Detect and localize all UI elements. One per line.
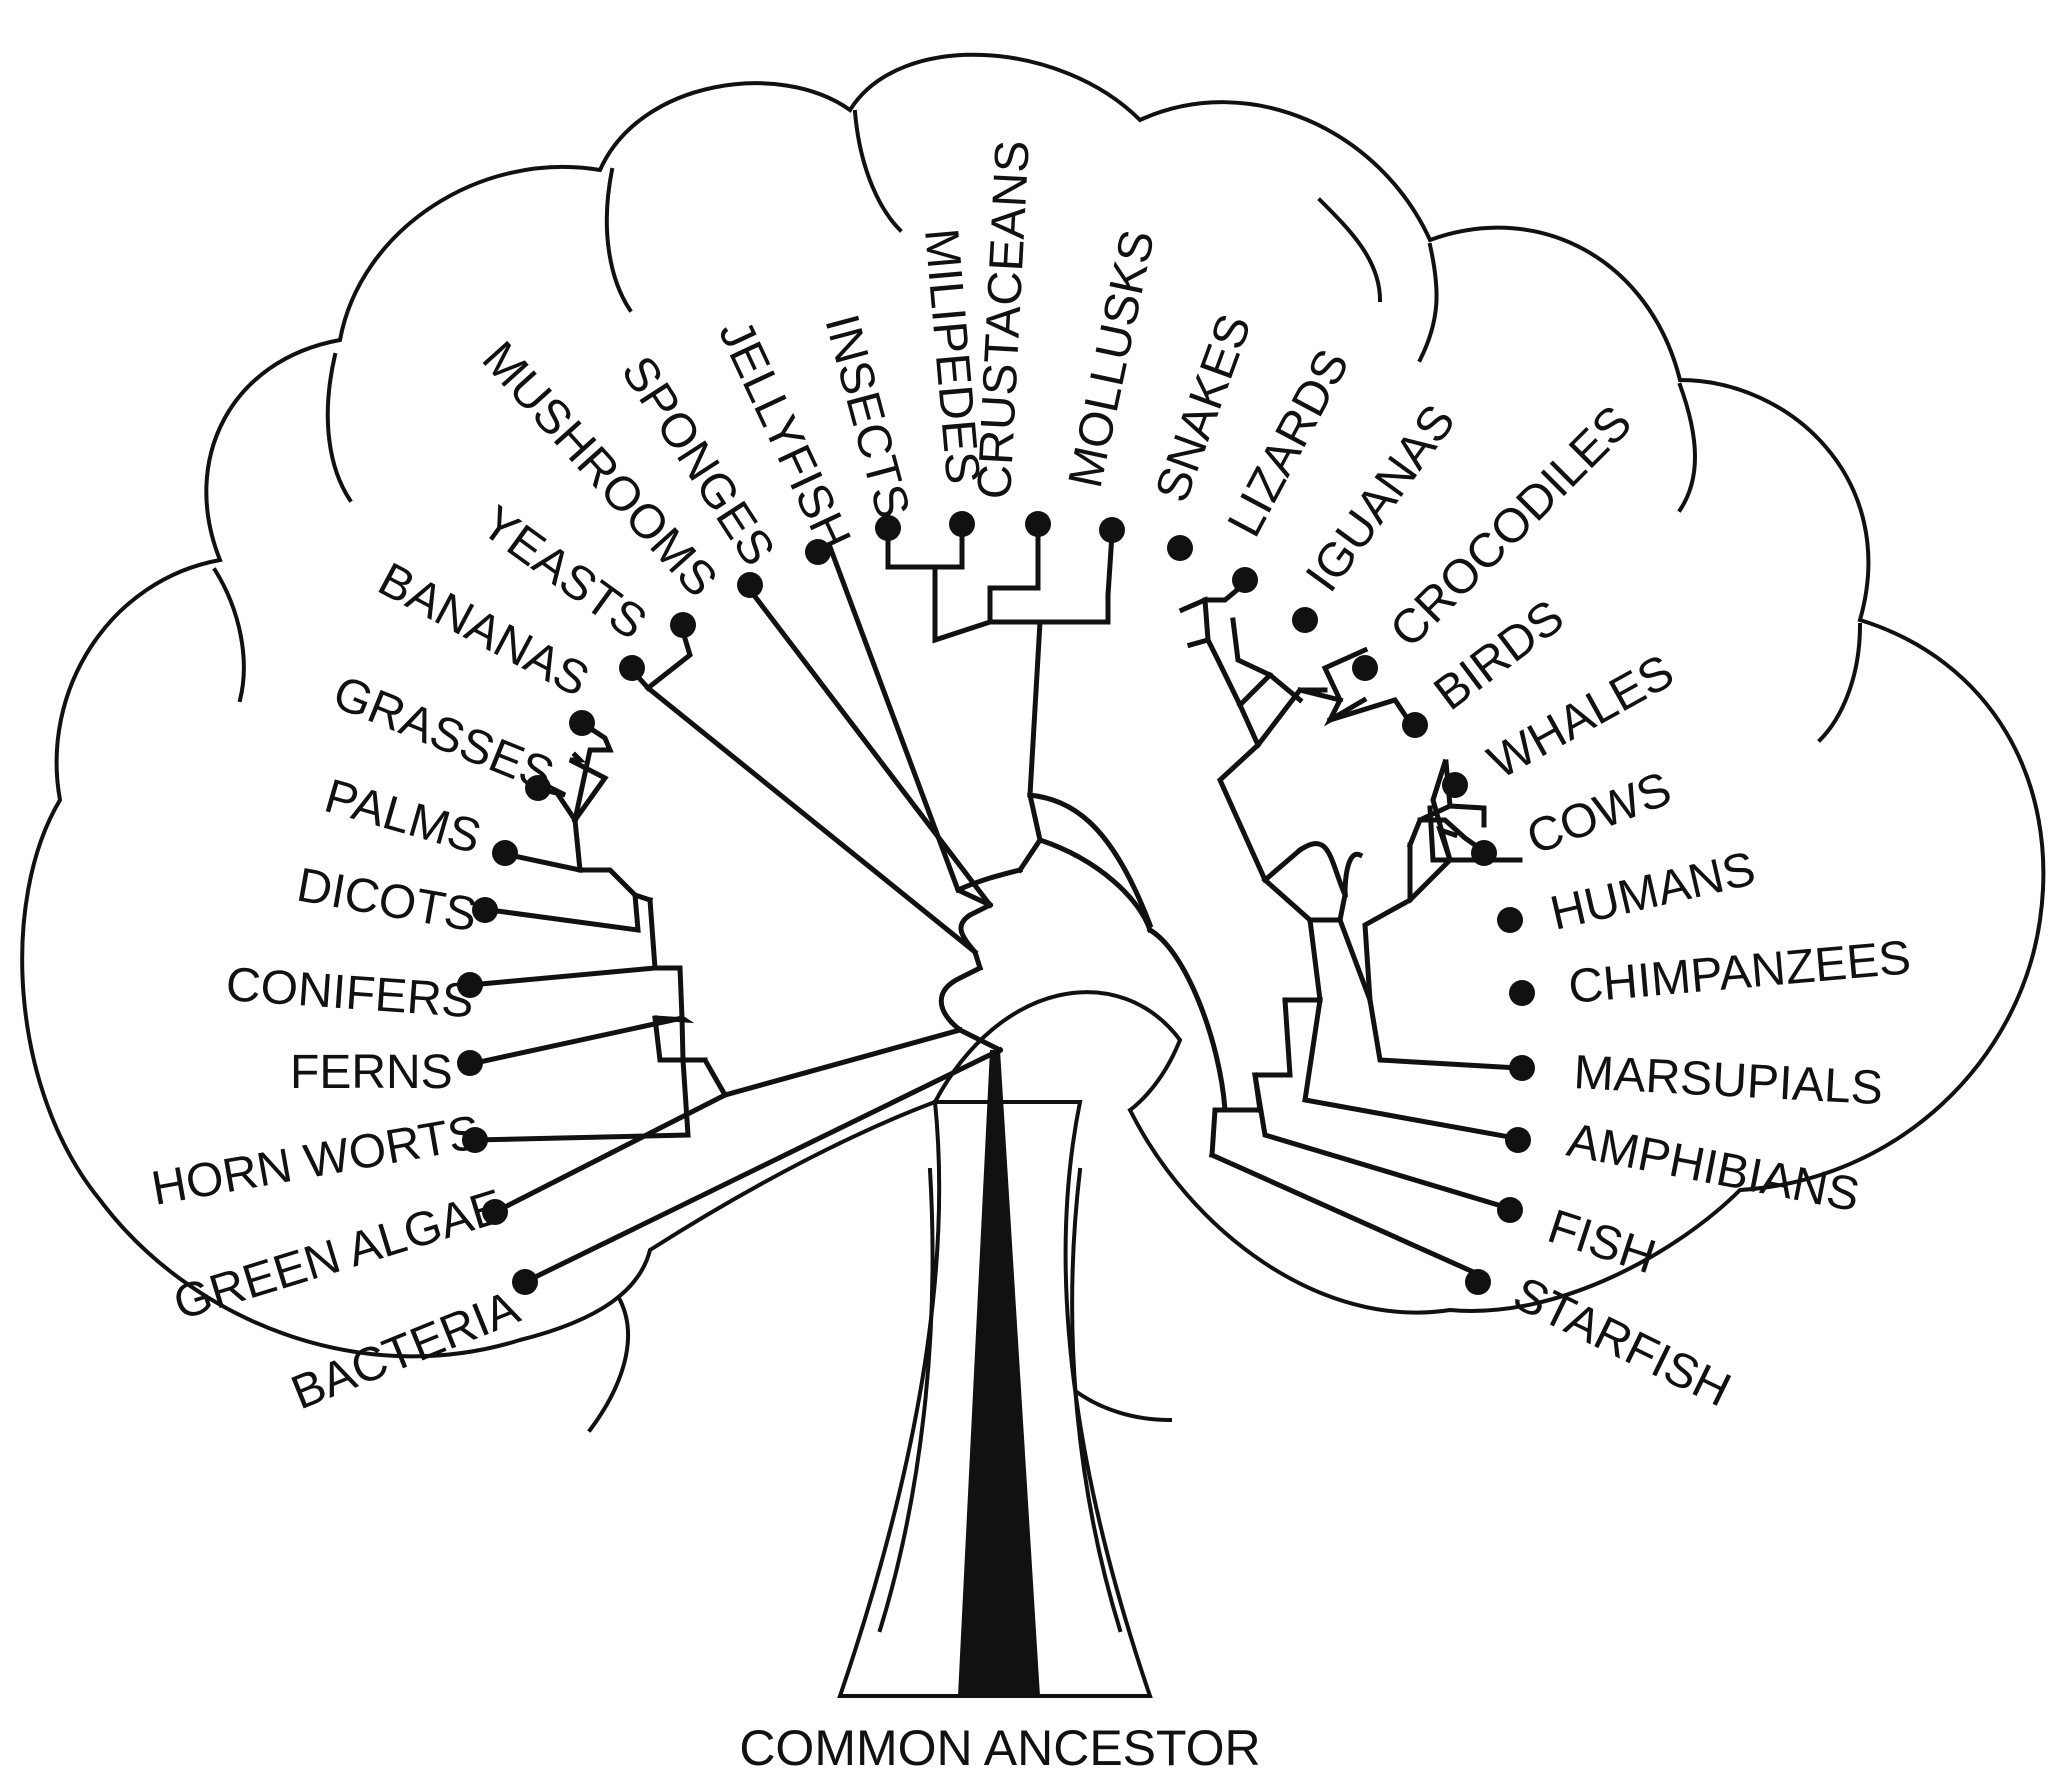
leaf-dot-marsupials <box>1509 1055 1535 1081</box>
leaf-dot-grasses <box>525 775 551 801</box>
leaf-dot-humans <box>1497 907 1523 933</box>
leaf-dot-sponges <box>737 572 763 598</box>
branch <box>572 719 614 823</box>
crown-crease <box>1317 197 1383 303</box>
branch <box>1336 916 1521 1071</box>
leaf-dot-insects <box>875 515 901 541</box>
cladogram-branches <box>467 521 1523 1286</box>
leaf-dot-horn-worts <box>462 1127 488 1153</box>
leaf-dot-snakes <box>1167 535 1193 561</box>
branch <box>1208 1151 1484 1279</box>
branch <box>1027 592 1111 798</box>
leaf-dot-ferns <box>457 1050 483 1076</box>
branch <box>472 1015 685 1066</box>
branch <box>1146 926 1263 1113</box>
branch <box>572 817 639 899</box>
branch <box>1252 1072 1519 1214</box>
leaf-dot-milipedes <box>949 511 975 537</box>
leaf-dot-yeasts <box>619 655 645 681</box>
branch <box>647 897 685 1021</box>
branch <box>1216 701 1269 884</box>
leaf-dot-green-algae <box>482 1199 508 1225</box>
branch <box>1027 792 1154 929</box>
leaf-dot-mollusks <box>1099 517 1125 543</box>
leaf-dot-cows <box>1471 840 1497 866</box>
tree-trunk <box>837 1050 1153 1698</box>
leaf-dot-bananas <box>569 710 595 736</box>
branch <box>472 1057 708 1143</box>
crown-crease <box>587 1297 630 1433</box>
branch <box>1296 686 1368 727</box>
branch <box>1447 803 1487 828</box>
branch <box>1282 997 1518 1141</box>
leaf-dot-jellyfish <box>805 539 831 565</box>
branch <box>1186 637 1244 709</box>
trunk-stem <box>958 1050 1040 1696</box>
branch <box>746 586 994 909</box>
branch <box>568 751 609 824</box>
branch <box>954 866 1024 894</box>
crown-crease <box>604 167 633 313</box>
branch <box>1105 531 1115 598</box>
taxon-label: STARFISH <box>1505 1267 1738 1417</box>
branch <box>1342 851 1364 898</box>
branch <box>487 891 654 933</box>
branch <box>1261 846 1323 1003</box>
leaf-dot-amphibians <box>1505 1127 1531 1153</box>
crown-crease <box>212 567 246 703</box>
crown-crease <box>1677 382 1697 513</box>
trunk-inner-line <box>1070 1167 1123 1633</box>
leaf-dot-crustaceans <box>1025 511 1051 537</box>
leaf-dot-fish <box>1497 1197 1523 1223</box>
crown-crease <box>1417 242 1439 363</box>
branch <box>987 529 1043 625</box>
trunk-inner-line <box>877 1167 935 1633</box>
branch <box>1296 841 1349 899</box>
root-label: COMMON ANCESTOR <box>739 1720 1260 1776</box>
branch <box>467 965 658 988</box>
leaf-dot-palms <box>492 840 518 866</box>
branch <box>932 521 965 570</box>
branch <box>521 1046 1004 1286</box>
crown-crease <box>1817 622 1863 743</box>
leaf-dot-starfish <box>1465 1269 1491 1295</box>
branch <box>1362 842 1413 1003</box>
leaf-dot-mushrooms <box>670 612 696 638</box>
branch <box>1230 617 1274 679</box>
taxon-label: FERNS <box>290 1046 453 1099</box>
branch <box>644 628 693 692</box>
leaf-dot-whales <box>1442 772 1468 798</box>
leaf-dot-iguanas <box>1292 607 1318 633</box>
crown-crease <box>852 109 903 233</box>
crown-crease <box>325 352 353 503</box>
branch <box>1321 646 1369 704</box>
leaf-dot-dicots <box>472 897 498 923</box>
leaf-dot-crocodiles <box>1352 655 1378 681</box>
leaf-dot-bacteria <box>512 1269 538 1295</box>
leaf-dot-chimpanzees <box>1509 980 1535 1006</box>
branch <box>721 1026 964 1099</box>
leaf-dot-conifers <box>457 972 483 998</box>
leaf-dot-birds <box>1402 712 1428 738</box>
branch <box>1209 1107 1228 1158</box>
leaf-dots <box>457 511 1535 1295</box>
branch <box>644 684 979 956</box>
leaf-dot-lizards <box>1232 567 1258 593</box>
